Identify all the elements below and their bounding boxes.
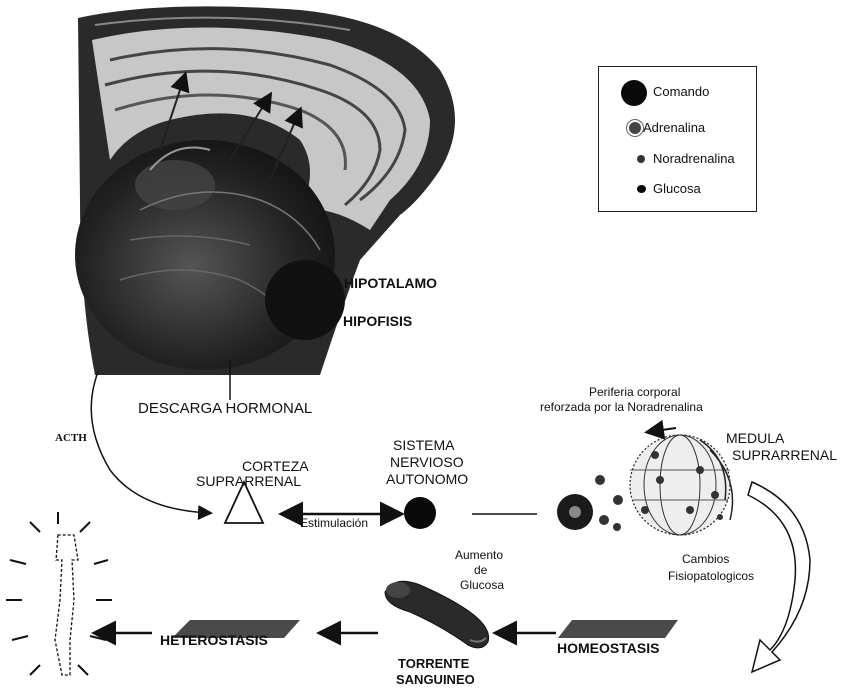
label-sistema-line3: AUTONOMO — [386, 471, 468, 487]
adrenalina-particles — [595, 475, 623, 531]
legend-box: Comando Adrenalina Noradrenalina Glucosa — [598, 66, 757, 212]
label-cambios-line1: Cambios — [682, 552, 729, 566]
label-heterostasis: HETEROSTASIS — [160, 632, 268, 648]
label-aumento-line2: de — [474, 563, 487, 577]
label-medula-line1: MEDULA — [726, 430, 784, 446]
label-corteza-line1: CORTEZA — [222, 458, 309, 474]
sistema-nervioso-dot-icon — [404, 497, 436, 529]
label-corteza: CORTEZA — [222, 458, 309, 474]
small-dot-icon — [637, 155, 645, 163]
label-descarga-hormonal: DESCARGA HORMONAL — [138, 400, 312, 417]
stressed-person-icon — [6, 512, 112, 675]
label-cambios-line2: Fisiopatologicos — [668, 569, 754, 583]
label-homeostasis: HOMEOSTASIS — [557, 640, 659, 656]
small-black-dot-icon — [637, 185, 646, 193]
legend-label: Noradrenalina — [653, 151, 735, 166]
legend-item-noradrenalina: Noradrenalina — [599, 150, 756, 170]
label-sistema-line1: SISTEMA — [393, 437, 454, 453]
label-torrente-line2: SANGUINEO — [396, 672, 475, 687]
label-corteza-line2: SUPRARRENAL — [196, 473, 301, 489]
label-medula-line2: SUPRARRENAL — [732, 447, 837, 463]
legend-item-glucosa: Glucosa — [599, 180, 756, 200]
label-periferia-line1: Periferia corporal — [589, 385, 680, 399]
large-black-dot-icon — [621, 80, 647, 106]
label-acth: ACTH — [55, 432, 87, 444]
homeostasis-parallelogram — [558, 620, 678, 638]
label-hipofisis: HIPOFISIS — [343, 313, 412, 329]
legend-item-adrenalina: Adrenalina — [599, 119, 756, 139]
legend-label: Glucosa — [653, 181, 701, 196]
label-hipotalamo: HIPOTALAMO — [344, 275, 437, 291]
medula-suprarrenal-illustration — [630, 428, 733, 535]
legend-item-comando: Comando — [599, 83, 756, 103]
label-estimulacion: Estimulación — [300, 516, 368, 530]
brain-illustration — [75, 6, 455, 400]
legend-label: Adrenalina — [643, 120, 705, 135]
acth-arrow — [91, 372, 210, 513]
label-aumento-line3: Glucosa — [460, 578, 504, 592]
legend-label: Comando — [653, 84, 709, 99]
label-torrente-line1: TORRENTE — [398, 656, 469, 671]
label-aumento-line1: Aumento — [455, 548, 503, 562]
spiky-dot-icon — [629, 122, 641, 134]
label-periferia-line2: reforzada por la Noradrenalina — [540, 400, 703, 414]
label-sistema-line2: NERVIOSO — [390, 454, 464, 470]
cambios-curved-arrow — [748, 482, 810, 672]
